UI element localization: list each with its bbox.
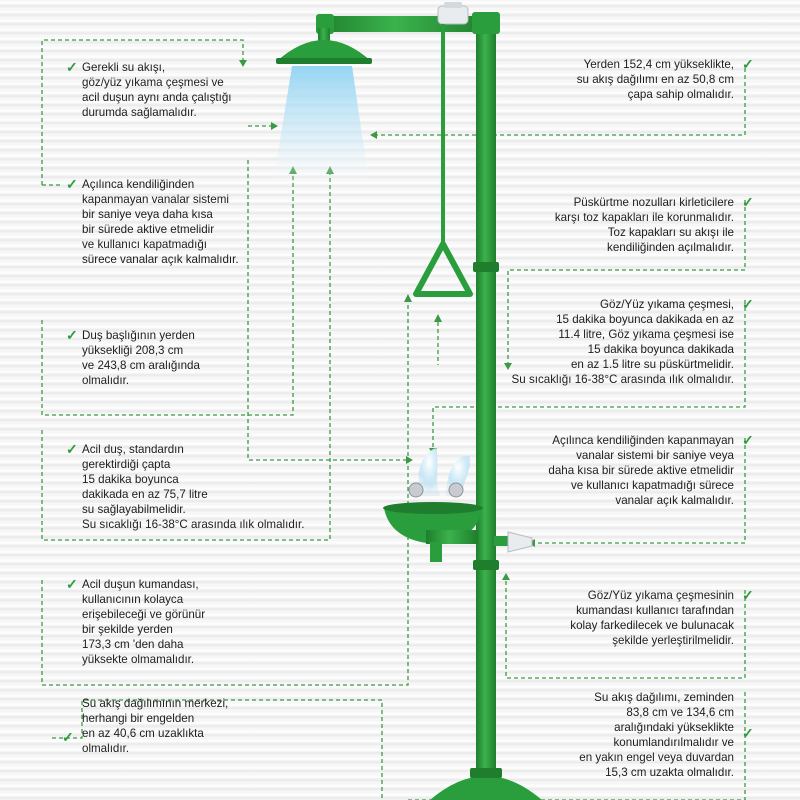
base-flange	[470, 768, 502, 778]
eyewash-water-stream	[418, 448, 440, 496]
note-flow-center-clearance: Su akış dağılımının merkezi, herhangi bi…	[82, 697, 229, 755]
leader-line	[41, 300, 409, 686]
check-icon: ✓	[742, 296, 754, 312]
check-icon: ✓	[66, 441, 78, 457]
eyewash-nozzle	[408, 482, 424, 498]
floor-base	[430, 776, 542, 800]
leader-line	[507, 200, 746, 365]
note-eyewash-valve-activation: Açılınca kendiliğinden kapanmayan vanala…	[548, 434, 734, 507]
check-icon: ✓	[742, 432, 754, 448]
arrow-head	[404, 294, 412, 302]
note-eyewash-flow-rate: Göz/Yüz yıkama çeşmesi, 15 dakika boyunc…	[511, 298, 734, 386]
note-shower-valve-activation: Açılınca kendiliğinden kapanmayan vanala…	[82, 178, 239, 266]
note-eyewash-control-location: Göz/Yüz yıkama çeşmesinin kumandası kull…	[570, 589, 734, 647]
leader-line	[533, 438, 746, 544]
shower-water-spray	[272, 66, 370, 190]
arrow-head	[370, 131, 377, 139]
eyewash-supply-pipe	[426, 530, 478, 544]
pull-handle-triangle	[413, 241, 473, 297]
shower-valve-cap	[444, 2, 462, 8]
note-shower-flow-rate: Acil duş, standardın gerektirdiği çapta …	[82, 443, 305, 531]
arrow-head	[434, 314, 442, 322]
check-icon: ✓	[66, 176, 78, 192]
check-icon: ✓	[742, 725, 754, 741]
eyewash-drain	[430, 542, 442, 562]
arrow-head	[504, 363, 512, 370]
eyewash-nozzle	[448, 482, 464, 498]
check-icon: ✓	[742, 56, 754, 72]
check-icon: ✓	[742, 194, 754, 210]
leader-line	[41, 172, 331, 541]
note-simultaneous-flow: Gerekli su akışı, göz/yüz yıkama çeşmesi…	[82, 61, 232, 119]
note-shower-head-height: Duş başlığının yerden yüksekliği 208,3 c…	[82, 329, 200, 387]
check-icon: ✓	[742, 587, 754, 603]
shower-valve	[437, 5, 469, 25]
leader-line	[405, 692, 746, 800]
note-shower-control-height: Acil duşun kumandası, kullanıcının kolay…	[82, 578, 206, 666]
pipe-coupling	[472, 12, 500, 34]
check-icon: ✓	[66, 59, 78, 75]
eyewash-bowl-rim	[383, 502, 483, 514]
leader-line	[52, 699, 383, 800]
arrow-head	[239, 60, 247, 67]
note-spray-diameter: Yerden 152,4 cm yükseklikte, su akış dağ…	[576, 58, 734, 101]
arrow-head	[406, 456, 413, 464]
shower-head-rim	[276, 58, 372, 64]
pipe-coupling	[473, 262, 499, 272]
leader-line	[432, 300, 746, 450]
main-vertical-pipe	[476, 14, 496, 774]
pipe-coupling	[473, 560, 499, 570]
leader-lines	[41, 39, 746, 800]
eyewash-valve-stem	[494, 536, 510, 546]
leader-line	[41, 39, 244, 185]
leader-line	[41, 172, 294, 416]
leader-line	[505, 578, 746, 679]
note-eyewash-height-clearance: Su akış dağılımı, zeminden 83,8 cm ve 13…	[579, 691, 734, 779]
arrow-head	[271, 122, 278, 130]
shower-head	[276, 40, 372, 62]
check-icon: ✓	[66, 576, 78, 592]
check-icon: ✓	[66, 327, 78, 343]
leader-line	[375, 68, 746, 136]
note-dust-covers: Püskürtme nozulları kirleticilere karşı …	[554, 196, 734, 254]
leader-line	[247, 160, 409, 461]
arrow-head	[502, 573, 510, 580]
check-icon: ✓	[62, 729, 74, 745]
pull-rod	[441, 24, 445, 246]
eyewash-push-handle	[507, 531, 533, 553]
